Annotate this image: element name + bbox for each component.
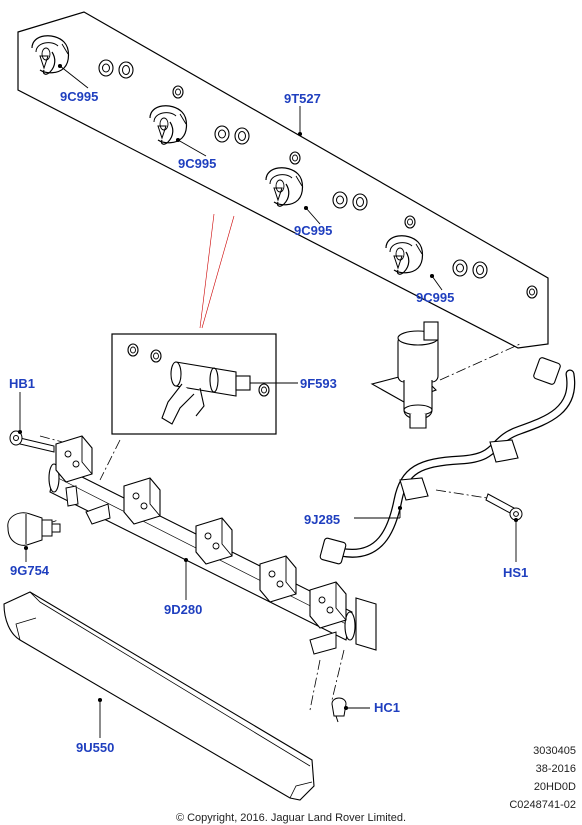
- diagram-ref-number: 3030405: [533, 745, 576, 757]
- fuel-rail-cover: [3, 591, 315, 801]
- o-ring-1: [172, 85, 184, 99]
- callout-cover: 9U550: [76, 740, 115, 755]
- injector-clip-4: [385, 235, 424, 275]
- seal-kit-leaders: [57, 63, 443, 291]
- diagram-catalogue-code: C0248741-02: [509, 799, 576, 811]
- o-ring-4: [526, 285, 538, 299]
- seal-pair-4: [452, 259, 488, 279]
- rail-mount-tab: [85, 503, 337, 655]
- injector-clip-3: [265, 167, 304, 207]
- high-pressure-fuel-pipe: [319, 357, 576, 565]
- seal-pair-1: [98, 59, 134, 79]
- injector-clip-2: [149, 105, 188, 145]
- callout-clip-2: 9C995: [178, 156, 217, 171]
- diagram-model-code: 20HD0D: [533, 781, 576, 793]
- fuel-pressure-sensor: [7, 485, 79, 546]
- clip-hc1: [331, 697, 347, 723]
- callout-bolt-hs1: HS1: [503, 565, 529, 580]
- rail-bracket-1: [55, 435, 93, 483]
- copyright-notice: © Copyright, 2016. Jaguar Land Rover Lim…: [175, 812, 407, 824]
- rail-bracket-5: [309, 581, 347, 629]
- callout-clip-3: 9C995: [294, 223, 333, 238]
- callout-clip-4: 9C995: [416, 290, 455, 305]
- callout-clip-hc1: HC1: [374, 700, 401, 715]
- bolt-hs1: [485, 493, 523, 521]
- o-ring-2: [289, 151, 301, 165]
- callout-fuel-pipe: 9J285: [304, 512, 341, 527]
- o-ring-3: [404, 215, 416, 229]
- fuel-injector: [161, 361, 251, 425]
- diagram-date-code: 38-2016: [535, 763, 576, 775]
- rail-bracket-2: [123, 477, 161, 525]
- injector-panel: [111, 333, 277, 435]
- callout-injector: 9F593: [300, 376, 337, 391]
- rail-bracket-3: [195, 517, 233, 565]
- callout-leaders: [17, 392, 519, 738]
- high-pressure-pump: [370, 321, 439, 429]
- bolt-hb1: [9, 430, 55, 453]
- seal-pair-3: [332, 191, 368, 211]
- seal-pair-2: [214, 125, 250, 145]
- rail-bracket-4: [259, 555, 297, 603]
- reference-leader-lines: [199, 213, 235, 329]
- seal-kit-panel: [17, 11, 549, 349]
- callout-fuel-rail: 9D280: [164, 602, 203, 617]
- callout-clip-1: 9C995: [60, 89, 99, 104]
- callout-bolt-hb1: HB1: [9, 376, 36, 391]
- callout-sensor: 9G754: [10, 563, 50, 578]
- callout-seal-kit: 9T527: [284, 91, 321, 106]
